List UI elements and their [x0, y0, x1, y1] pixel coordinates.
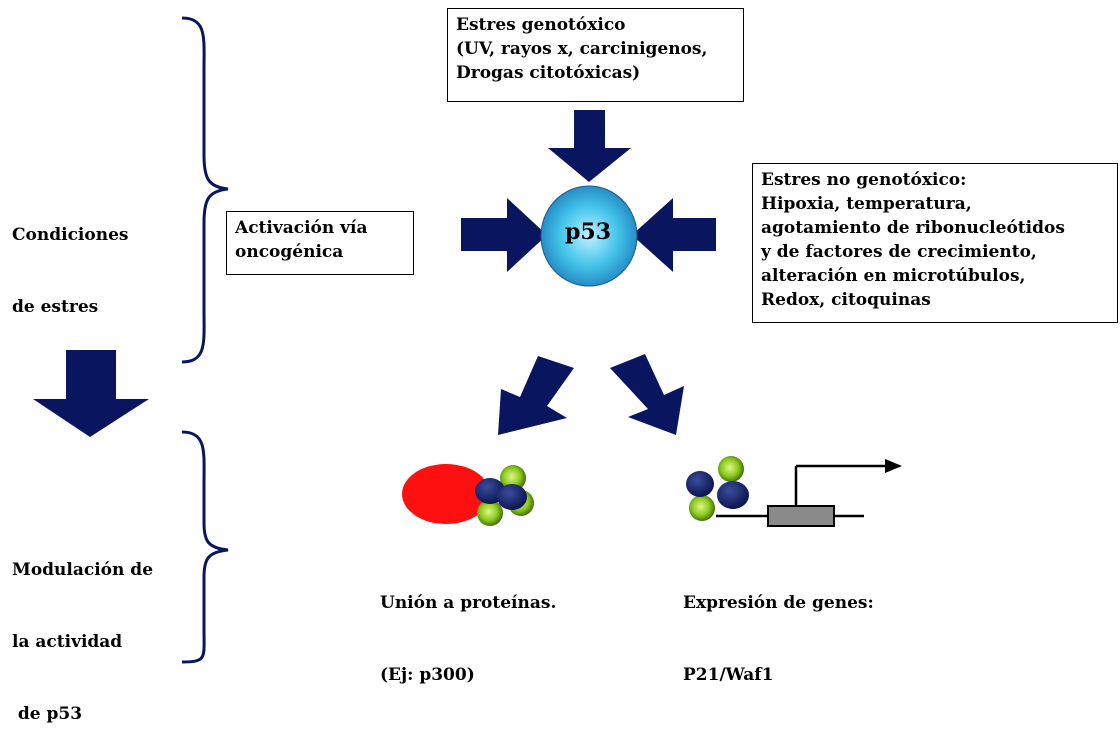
box-non-genotoxic-stress: Estres no genotóxico: Hipoxia, temperatu… — [752, 163, 1118, 323]
text-line: (Ej: p300) — [380, 665, 475, 685]
text-line: agotamiento de ribonucleótidos — [761, 218, 1065, 238]
p53-label: p53 — [565, 219, 611, 245]
text-line: P21/Waf1 — [683, 665, 774, 685]
green-subunit — [477, 500, 503, 526]
text-line: y de factores de crecimiento, — [761, 242, 1037, 262]
text-line: la actividad — [12, 632, 123, 652]
brace-modulation — [181, 430, 229, 664]
text-line: oncogénica — [235, 242, 344, 262]
text-line: alteración en microtúbulos, — [761, 266, 1026, 286]
navy-subunit — [686, 471, 714, 497]
p53-circle — [540, 185, 638, 287]
box-oncogenic-activation: Activación vía oncogénica — [226, 211, 414, 275]
text-line: Unión a proteínas. — [380, 593, 557, 613]
text-line: Activación vía — [235, 218, 368, 238]
label-gene-expression: Expresión de genes: P21/Waf1 — [683, 543, 874, 711]
arrow-p53-to-protein-binding — [498, 356, 574, 435]
text-line: Modulación de — [12, 560, 154, 580]
text-line: Estres no genotóxico: — [761, 170, 967, 190]
green-subunit — [500, 465, 526, 491]
promoter-box — [767, 505, 835, 527]
arrow-p53-to-gene-expression — [610, 354, 684, 435]
diagram-graphics — [33, 16, 902, 664]
green-subunit — [689, 495, 715, 521]
text-line: Drogas citotóxicas) — [456, 63, 641, 83]
box-genotoxic-stress: Estres genotóxico (UV, rayos x, carcinig… — [447, 8, 744, 102]
transcription-arrowhead — [885, 459, 902, 473]
text-line: Expresión de genes: — [683, 593, 874, 613]
arrow-oncogenic-to-p53 — [461, 198, 547, 272]
text-line: Redox, citoquinas — [761, 290, 931, 310]
arrow-non-genotoxic-to-p53 — [632, 198, 716, 272]
label-modulation: Modulación de la actividad de p53 — [12, 510, 153, 750]
label-protein-binding: Unión a proteínas. (Ej: p300) — [380, 543, 556, 711]
text-line: Condiciones — [12, 225, 129, 245]
arrow-stress-to-modulation — [33, 350, 149, 437]
text-line: Hipoxia, temperatura, — [761, 194, 972, 214]
text-line: (UV, rayos x, carcinigenos, — [456, 39, 708, 59]
text-line: de estres — [12, 297, 99, 317]
brace-stress-conditions — [181, 16, 229, 364]
text-line: Estres genotóxico — [456, 15, 626, 35]
text-line: de p53 — [12, 704, 83, 724]
red-protein-p300 — [402, 464, 490, 524]
label-stress-conditions: Condiciones de estres — [12, 175, 128, 343]
green-subunit — [718, 456, 744, 482]
navy-subunit — [717, 481, 749, 509]
navy-subunit — [497, 484, 527, 510]
arrow-genotoxic-to-p53 — [548, 110, 631, 182]
